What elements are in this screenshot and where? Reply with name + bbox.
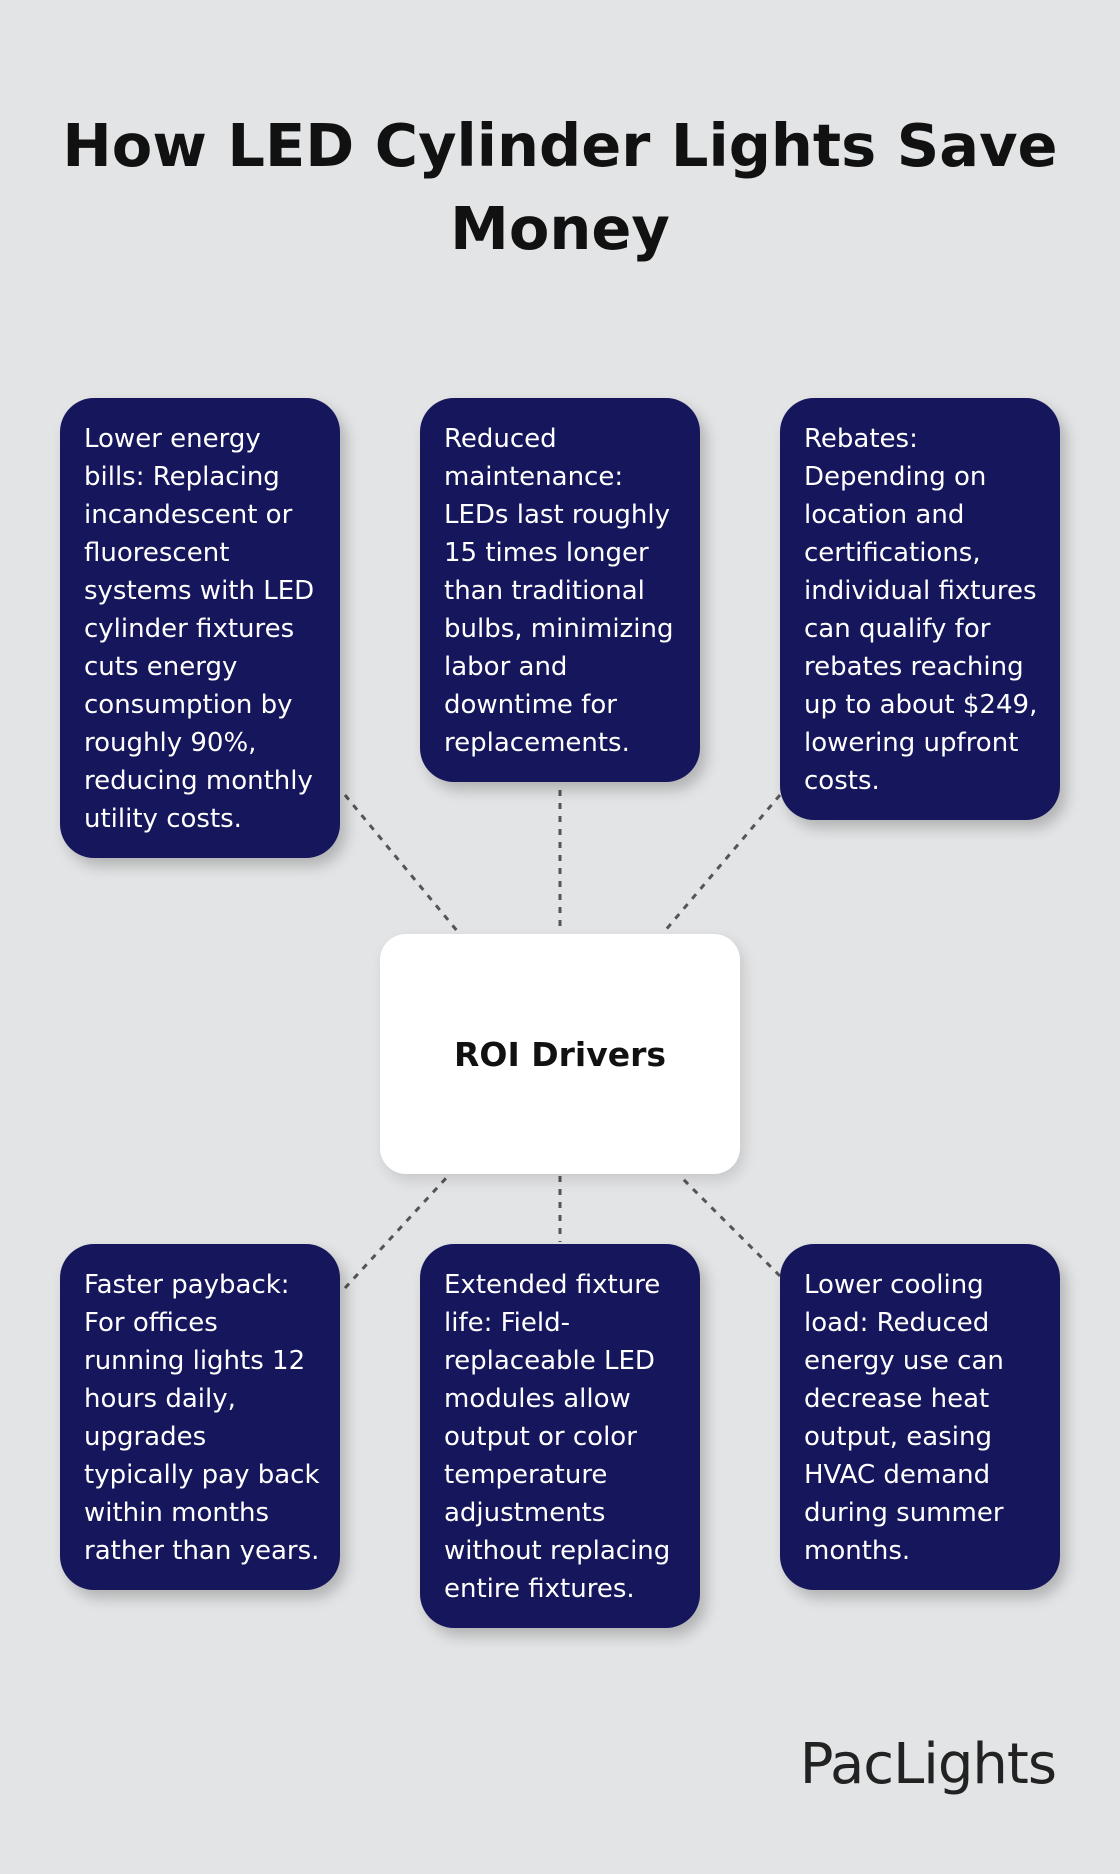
card-extended-fixture-life: Extended fixture life: Field-replaceable… — [420, 1244, 700, 1628]
card-lower-energy-bills: Lower energy bills: Replacing incandesce… — [60, 398, 340, 858]
connector-line-top-left — [343, 794, 460, 933]
card-rebates: Rebates: Depending on location and certi… — [780, 398, 1060, 820]
connector-line-top-right — [662, 794, 782, 933]
center-node: ROI Drivers — [380, 934, 740, 1174]
card-reduced-maintenance: Reduced maintenance: LEDs last roughly 1… — [420, 398, 700, 782]
connector-line-bottom-right — [678, 1174, 782, 1278]
card-faster-payback: Faster payback: For offices running ligh… — [60, 1244, 340, 1590]
page-title: How LED Cylinder Lights Save Money — [62, 111, 1058, 263]
paclights-logo: PacLights — [799, 1732, 1057, 1797]
center-label: ROI Drivers — [453, 1034, 667, 1074]
card-lower-cooling-load: Lower cooling load: Reduced energy use c… — [780, 1244, 1060, 1590]
